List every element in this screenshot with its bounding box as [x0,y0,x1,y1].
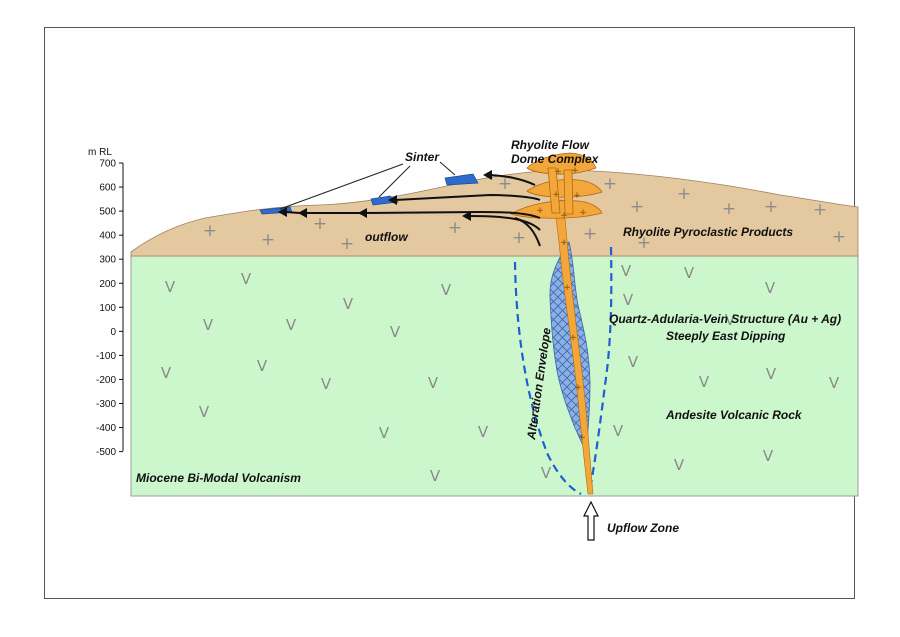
andesite-v-symbol: V [379,424,390,442]
andesite-v-symbol: V [725,311,736,329]
pyroclastic-plus-symbol: + [512,228,526,248]
andesite-v-symbol: V [343,295,354,313]
vein-label-line2: Steeply East Dipping [666,329,786,343]
andesite-v-symbol: V [623,291,634,309]
pyroclastic-plus-symbol: + [832,227,846,247]
axis-tick-label: 500 [99,207,116,218]
andesite-v-symbol: V [621,262,632,280]
pyroclastic-plus-symbol: + [340,234,354,254]
andesite-v-symbol: V [428,374,439,392]
pyroclastic-plus-symbol: + [637,233,651,253]
andesite-v-symbol: V [763,447,774,465]
pyroclastic-plus-symbol: + [583,224,597,244]
axis-tick-labels: 700 600 500 400 300 200 100 0 -100 -200 -300 -400 -5… [96,159,116,459]
pyroclastic-plus-symbol: + [813,200,827,220]
axis-tick-label: 200 [99,279,116,290]
axis-tick-label: -500 [96,447,116,458]
svg-text:+: + [536,206,544,216]
pyroclastic-plus-symbol: + [261,230,275,250]
svg-text:+: + [574,383,582,393]
andesite-v-symbol: V [674,456,685,474]
pyroclastic-plus-symbol: + [448,218,462,238]
andesite-v-symbol: V [541,464,552,482]
andesite-v-symbol: V [766,365,777,383]
pyroclastic-symbols: ++++++++++++++++ [203,174,846,254]
alteration-envelope-right [587,246,613,495]
svg-text:+: + [579,208,587,218]
pyroclastic-plus-symbol: + [722,199,736,219]
axis-tick-label: -400 [96,423,116,434]
svg-text:+: + [571,166,579,176]
axis-tick-label: -200 [96,375,116,386]
outflow-label: outflow [365,230,408,244]
upflow-arrow-icon [583,500,599,541]
svg-text:+: + [573,191,581,201]
andesite-v-symbol: V [829,374,840,392]
svg-text:+: + [569,333,577,343]
andesite-v-symbol: V [684,264,695,282]
svg-text:+: + [560,238,568,248]
axis-unit: m RL [88,147,112,158]
elevation-axis [119,162,124,453]
andesite-v-symbol: V [628,353,639,371]
andesite-v-symbol: V [613,422,624,440]
andesite-label: Andesite Volcanic Rock [665,408,803,422]
andesite-v-symbol: V [390,323,401,341]
miocene-label: Miocene Bi-Modal Volcanism [136,471,301,485]
pyroclastic-plus-symbol: + [764,197,778,217]
andesite-v-symbol: V [441,281,452,299]
sinter-leader-lines [279,161,456,210]
axis-tick-label: 400 [99,231,116,242]
andesite-v-symbol: V [321,375,332,393]
axis-tick-label: 300 [99,255,116,266]
dome-label-line1: Rhyolite Flow [511,138,590,152]
svg-text:+: + [554,167,562,177]
vein-structure [552,199,594,495]
rhyolite-dome [509,152,603,219]
andesite-v-symbol: V [286,316,297,334]
andesite-unit [130,255,859,497]
andesite-v-symbol: V [478,423,489,441]
axis-tick-label: 100 [99,303,116,314]
svg-text:+: + [552,190,560,200]
andesite-v-symbol: V [257,357,268,375]
pyroclastic-plus-symbol: + [603,174,617,194]
andesite-v-symbol: V [165,278,176,296]
andesite-v-symbol: V [199,403,210,421]
andesite-v-symbol: V [161,364,172,382]
pyroclastic-plus-symbol: + [630,197,644,217]
axis-tick-label: 600 [99,183,116,194]
andesite-v-symbol: V [203,316,214,334]
pyroclastic-plus-symbol: + [498,174,512,194]
axis-tick-label: -100 [96,351,116,362]
axis-tick-label: 700 [99,159,116,170]
pyroclastic-plus-symbol: + [313,214,327,234]
andesite-v-symbol: V [241,270,252,288]
pyroclastic-label: Rhyolite Pyroclastic Products [623,225,793,239]
dome-label-line2: Dome Complex [511,152,600,166]
sinter-label: Sinter [405,150,440,164]
outflow-arrowheads [278,170,492,221]
andesite-v-symbol: V [765,279,776,297]
svg-text:+: + [578,433,586,443]
vein-label-line1: Quartz-Adularia-Vein Structure (Au + Ag) [609,312,841,326]
axis-tick-label: -300 [96,399,116,410]
pyroclastic-plus-symbol: + [677,184,691,204]
svg-text:+: + [563,283,571,293]
dome-crosses: + + + + + + + + + + + + [536,166,587,443]
svg-text:+: + [560,211,568,221]
axis-tick-label: 0 [110,327,116,338]
andesite-v-symbol: V [699,373,710,391]
pyroclastic-plus-symbol: + [203,221,217,241]
upflow-label: Upflow Zone [607,521,679,535]
andesite-v-symbol: V [430,467,441,485]
outflow-arrows [284,174,541,247]
